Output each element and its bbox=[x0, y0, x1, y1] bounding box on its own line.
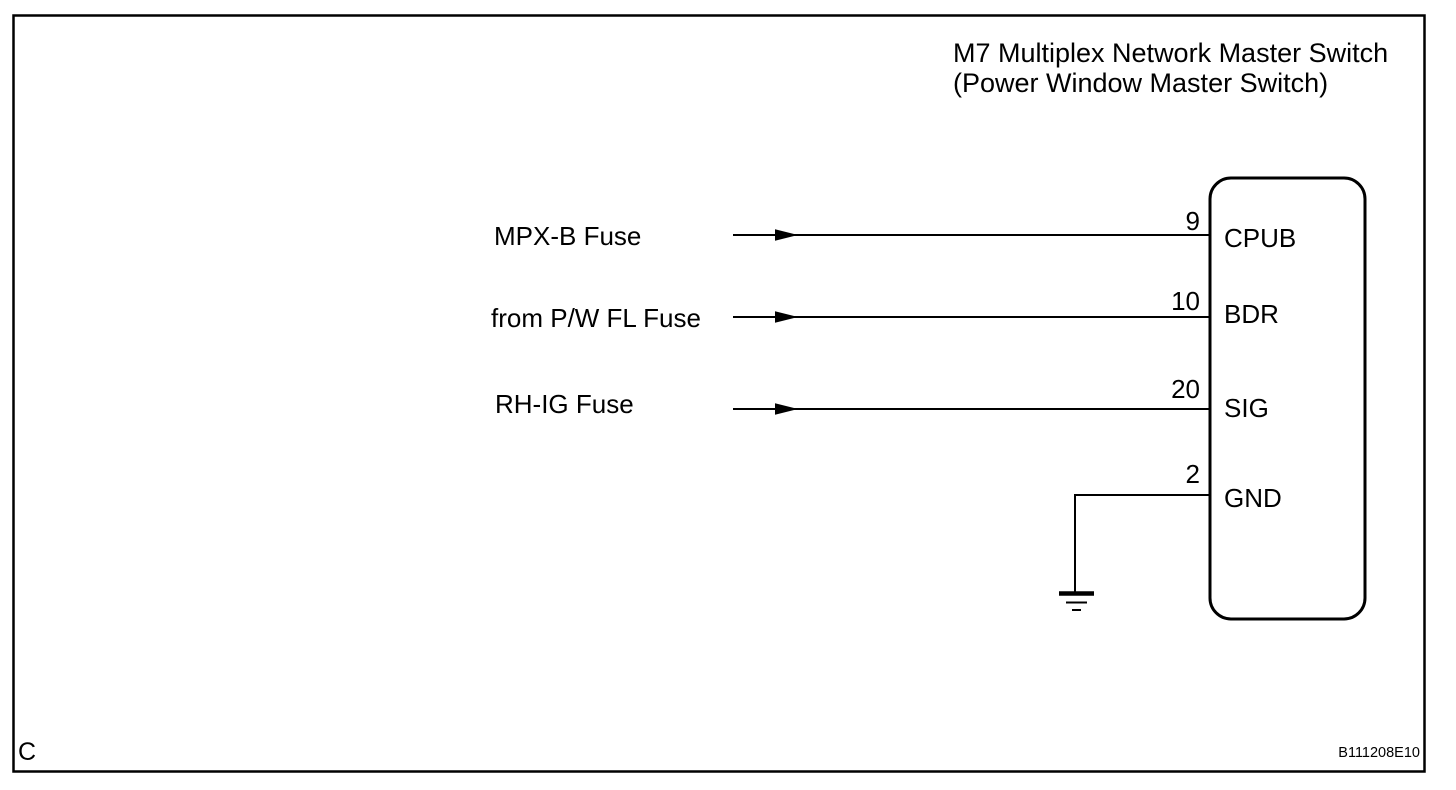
wire-pw-fl-fuse bbox=[733, 311, 1209, 323]
pin-number-20: 20 bbox=[1171, 374, 1200, 404]
pin-label-gnd: GND bbox=[1224, 483, 1282, 513]
wire-label-pw-fl-fuse: from P/W FL Fuse bbox=[491, 303, 701, 333]
arrow-right-icon bbox=[775, 229, 798, 241]
pin-number-10: 10 bbox=[1171, 286, 1200, 316]
pin-number-9: 9 bbox=[1186, 206, 1200, 236]
wire-label-rh-ig-fuse: RH-IG Fuse bbox=[495, 389, 634, 419]
pin-number-2: 2 bbox=[1186, 459, 1200, 489]
figure-code: B111208E10 bbox=[1338, 745, 1420, 761]
wire-mpx-b-fuse bbox=[733, 229, 1209, 241]
wire-label-mpx-b-fuse: MPX-B Fuse bbox=[494, 221, 641, 251]
pin-label-sig: SIG bbox=[1224, 393, 1269, 423]
diagram-frame bbox=[12, 14, 1426, 773]
wire-line bbox=[1074, 494, 1209, 592]
ground-icon bbox=[1059, 591, 1094, 611]
figure-letter: C bbox=[18, 738, 36, 766]
arrow-right-icon bbox=[775, 311, 798, 323]
diagram-title-line-1: M7 Multiplex Network Master Switch bbox=[953, 38, 1388, 68]
component-box bbox=[1208, 176, 1367, 621]
pin-label-bdr: BDR bbox=[1224, 299, 1279, 329]
ground-wire bbox=[1059, 494, 1209, 611]
arrow-right-icon bbox=[775, 403, 798, 415]
wire-rh-ig-fuse bbox=[733, 403, 1209, 415]
pin-label-cpub: CPUB bbox=[1224, 223, 1296, 253]
diagram-title-line-2: (Power Window Master Switch) bbox=[953, 68, 1328, 98]
